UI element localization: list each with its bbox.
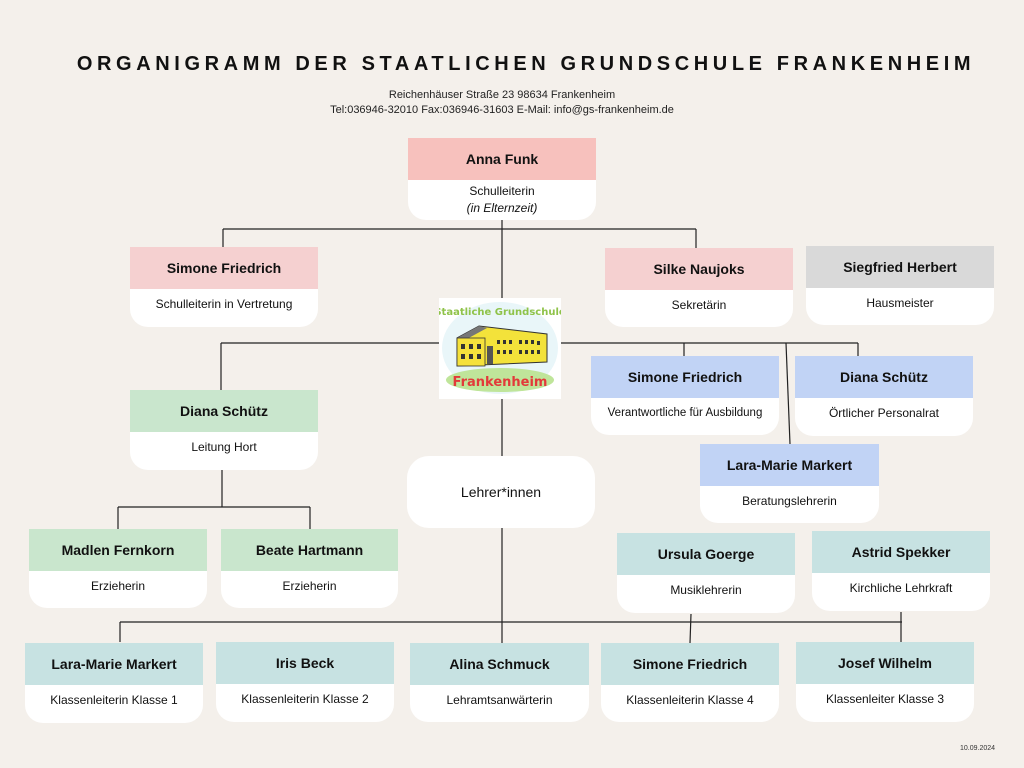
council-name: Diana Schütz [795,356,973,398]
class-teacher-role: Klassenleiterin Klasse 2 [241,692,369,706]
specialist-role: Kirchliche Lehrkraft [849,581,953,595]
secretary-role: Sekretärin [671,298,727,312]
school-logo: Staatliche Grundschule Frankenheim [434,298,566,399]
caretaker-name: Siegfried Herbert [806,246,994,288]
educator-role: Erzieherin [282,579,337,593]
card-staff-council: Diana Schütz Örtlicher Personalrat [795,356,973,436]
card-class-teacher: Lara-Marie Markert Klassenleiterin Klass… [25,643,203,723]
card-class-teacher: Iris Beck Klassenleiterin Klasse 2 [216,642,394,722]
hort-lead-name: Diana Schütz [130,390,318,432]
card-music-teacher: Ursula Goerge Musiklehrerin [617,533,795,613]
training-role: Verantwortliche für Ausbildung [607,407,763,419]
counselor-role: Beratungslehrerin [742,494,837,508]
svg-text:Staatliche Grundschule: Staatliche Grundschule [439,307,561,318]
teachers-group: Lehrer*innen [407,456,595,528]
card-caretaker: Siegfried Herbert Hausmeister [806,246,994,325]
class-teacher-role: Klassenleiterin Klasse 1 [50,693,178,707]
educator-role: Erzieherin [90,579,146,593]
leader-role: Schulleiterin [469,184,535,198]
card-deputy-leader: Simone Friedrich Schulleiterin in Vertre… [130,247,318,327]
class-teacher-role: Klassenleiterin Klasse 4 [626,693,754,707]
educator-name: Beate Hartmann [221,529,398,571]
card-educator: Madlen Fernkorn Erzieherin [29,529,207,608]
secretary-name: Silke Naujoks [605,248,793,290]
card-hort-lead: Diana Schütz Leitung Hort [130,390,318,470]
card-school-leader: Anna Funk Schulleiterin (in Elternzeit) [408,138,596,220]
svg-text:Frankenheim: Frankenheim [453,375,548,390]
specialist-role: Musiklehrerin [670,583,742,597]
school-contact: Tel:036946-32010 Fax:036946-31603 E-Mail… [330,104,674,116]
card-secretary: Silke Naujoks Sekretärin [605,248,793,327]
specialist-name: Ursula Goerge [617,533,795,575]
deputy-role: Schulleiterin in Vertretung [155,297,293,311]
card-class-teacher: Simone Friedrich Klassenleiterin Klasse … [601,643,779,722]
class-teacher-name: Alina Schmuck [410,643,589,685]
class-teacher-name: Lara-Marie Markert [25,643,203,685]
counselor-name: Lara-Marie Markert [700,444,879,486]
card-educator: Beate Hartmann Erzieherin [221,529,398,608]
document-date: 10.09.2024 [960,745,996,752]
page-title: ORGANIGRAMM DER STAATLICHEN GRUNDSCHULE … [76,53,976,75]
card-training-officer: Simone Friedrich Verantwortliche für Aus… [591,356,779,435]
educator-name: Madlen Fernkorn [29,529,207,571]
specialist-name: Astrid Spekker [812,531,990,573]
school-address: Reichenhäuser Straße 23 98634 Frankenhei… [388,89,616,101]
class-teacher-name: Simone Friedrich [601,643,779,685]
leader-name: Anna Funk [408,138,596,180]
card-trainee-teacher: Alina Schmuck Lehramtsanwärterin [410,643,589,722]
card-counselor: Lara-Marie Markert Beratungslehrerin [700,444,879,523]
deputy-name: Simone Friedrich [130,247,318,289]
training-name: Simone Friedrich [591,356,779,398]
class-teacher-role: Lehramtsanwärterin [446,693,553,707]
leader-note: (in Elternzeit) [466,201,538,215]
hort-lead-role: Leitung Hort [191,440,257,454]
card-religion-teacher: Astrid Spekker Kirchliche Lehrkraft [812,531,990,611]
class-teacher-name: Josef Wilhelm [796,642,974,684]
class-teacher-role: Klassenleiter Klasse 3 [825,692,945,706]
school-building-logo: Staatliche Grundschule Frankenheim [434,302,566,394]
class-teacher-name: Iris Beck [216,642,394,684]
council-role: Örtlicher Personalrat [828,406,940,420]
caretaker-role: Hausmeister [866,296,934,310]
card-class-teacher: Josef Wilhelm Klassenleiter Klasse 3 [796,642,974,722]
